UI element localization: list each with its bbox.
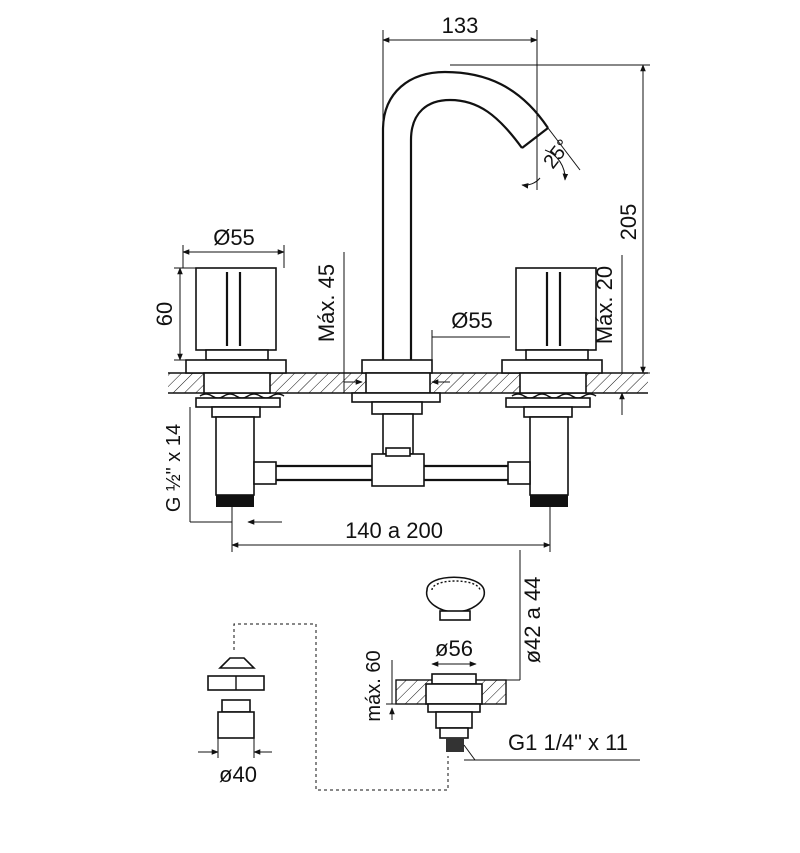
label-drain-knob-range: ø42 a 44 (520, 577, 545, 664)
left-handle (185, 267, 287, 507)
label-drain-hole-diameter: ø56 (435, 636, 473, 661)
label-swivel-angle: 25° (539, 136, 575, 173)
dimension-lines (174, 30, 650, 552)
label-total-height: 205 (616, 204, 641, 241)
label-handle-height: 60 (152, 302, 177, 326)
label-max-deck-right: Máx. 20 (592, 266, 617, 344)
right-handle (501, 267, 603, 507)
label-center-distance: 140 a 200 (345, 518, 443, 543)
drain-assembly (386, 550, 640, 761)
label-rod-diameter: ø40 (219, 762, 257, 787)
lift-rod-parts (198, 623, 449, 791)
label-spout-reach: 133 (442, 13, 479, 38)
label-max-deck-left: Máx. 45 (314, 264, 339, 342)
spout (351, 70, 549, 455)
label-spout-base-diameter: Ø55 (451, 308, 493, 333)
label-drain-max-thickness: máx. 60 (363, 650, 385, 721)
connection-pipes (253, 447, 531, 487)
label-handle-diameter: Ø55 (213, 225, 255, 250)
label-drain-thread: G1 1/4" x 11 (508, 730, 628, 755)
label-connection-thread: G ½" x 14 (163, 424, 185, 512)
